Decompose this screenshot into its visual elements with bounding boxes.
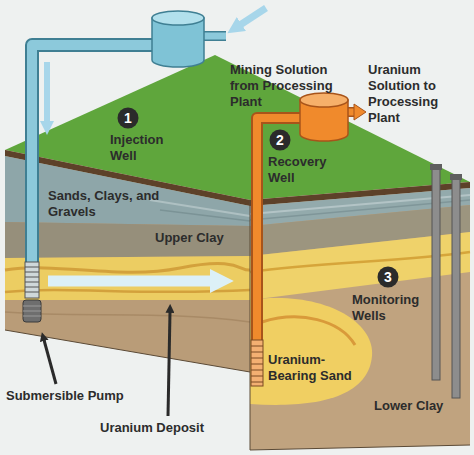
label-box: Upper Clay	[155, 230, 245, 246]
callout-number: 2	[269, 129, 291, 151]
injection-well	[152, 11, 204, 25]
label-box: Uranium Deposit	[100, 420, 240, 436]
callout-circle	[270, 130, 291, 151]
part-label: Injection Well	[110, 132, 163, 163]
left-strata	[5, 222, 250, 258]
label-box: Mining Solution from Processing Plant	[230, 62, 342, 110]
left-strata	[150, 200, 250, 216]
leader-arrow	[168, 312, 170, 416]
block-edges	[5, 200, 470, 450]
left-strata	[5, 256, 250, 300]
left-strata	[5, 290, 250, 292]
part-label: Monitoring Wells	[352, 292, 419, 323]
injection-well	[204, 31, 226, 41]
part-label: Submersible Pump	[6, 388, 124, 403]
injection-well	[23, 306, 41, 316]
label-box: Sands, Clays, and Gravels	[48, 188, 160, 220]
block-edges	[250, 200, 251, 450]
block-edges	[250, 445, 470, 450]
injection-well	[25, 267, 39, 292]
part-label: Lower Clay	[374, 398, 443, 413]
part-label: Sands, Clays, and Gravels	[48, 188, 159, 219]
callout-number: 1	[117, 107, 139, 129]
monitoring-wells	[432, 168, 440, 380]
callout-number: 3	[377, 266, 399, 288]
callout-circle	[118, 108, 139, 129]
part-label: Uranium-Bearing Sand	[268, 352, 352, 383]
flow-arrow	[48, 276, 212, 287]
callout-number: 2	[269, 132, 291, 148]
injection-well	[23, 300, 41, 322]
monitoring-wells	[450, 174, 462, 180]
label-box: Recovery Well	[268, 154, 338, 186]
label-box: Uranium-Bearing Sand	[268, 352, 360, 384]
label-box: Uranium Solution to Processing Plant	[368, 62, 470, 126]
injection-well	[25, 262, 39, 298]
part-label: Uranium Deposit	[100, 420, 204, 435]
block-edges	[5, 330, 250, 372]
callout-number: 1	[117, 110, 139, 126]
injection-well	[240, 8, 266, 25]
callout-number: 3	[377, 269, 399, 285]
monitoring-wells	[430, 164, 462, 398]
part-label: Upper Clay	[155, 230, 224, 245]
recovery-well	[251, 346, 263, 382]
part-label: Uranium Solution to Processing Plant	[368, 62, 438, 125]
callout-circle	[378, 267, 399, 288]
left-strata	[5, 156, 250, 226]
left-strata	[5, 263, 250, 272]
left-strata	[5, 312, 250, 322]
label-box: Lower Clay	[374, 398, 464, 414]
label-box: Monitoring Wells	[352, 292, 432, 324]
label-box: Injection Well	[110, 132, 180, 164]
recovery-well	[257, 118, 300, 340]
injection-well	[44, 62, 50, 122]
part-label: Recovery Well	[268, 154, 327, 185]
part-label: Mining Solution from Processing Plant	[230, 62, 333, 109]
recovery-well	[354, 104, 366, 120]
injection-well	[23, 8, 266, 322]
injection-well	[204, 33, 226, 40]
left-strata	[5, 150, 250, 372]
recovery-well	[300, 93, 348, 107]
left-strata	[160, 210, 250, 221]
monitoring-wells	[452, 178, 460, 398]
label-box: Submersible Pump	[6, 388, 166, 404]
left-strata	[5, 150, 250, 372]
recovery-well	[257, 118, 300, 340]
leader-arrow	[44, 340, 56, 384]
monitoring-wells	[430, 164, 442, 170]
right-strata	[262, 317, 355, 345]
recovery-well	[251, 93, 366, 386]
recovery-well	[251, 340, 263, 386]
